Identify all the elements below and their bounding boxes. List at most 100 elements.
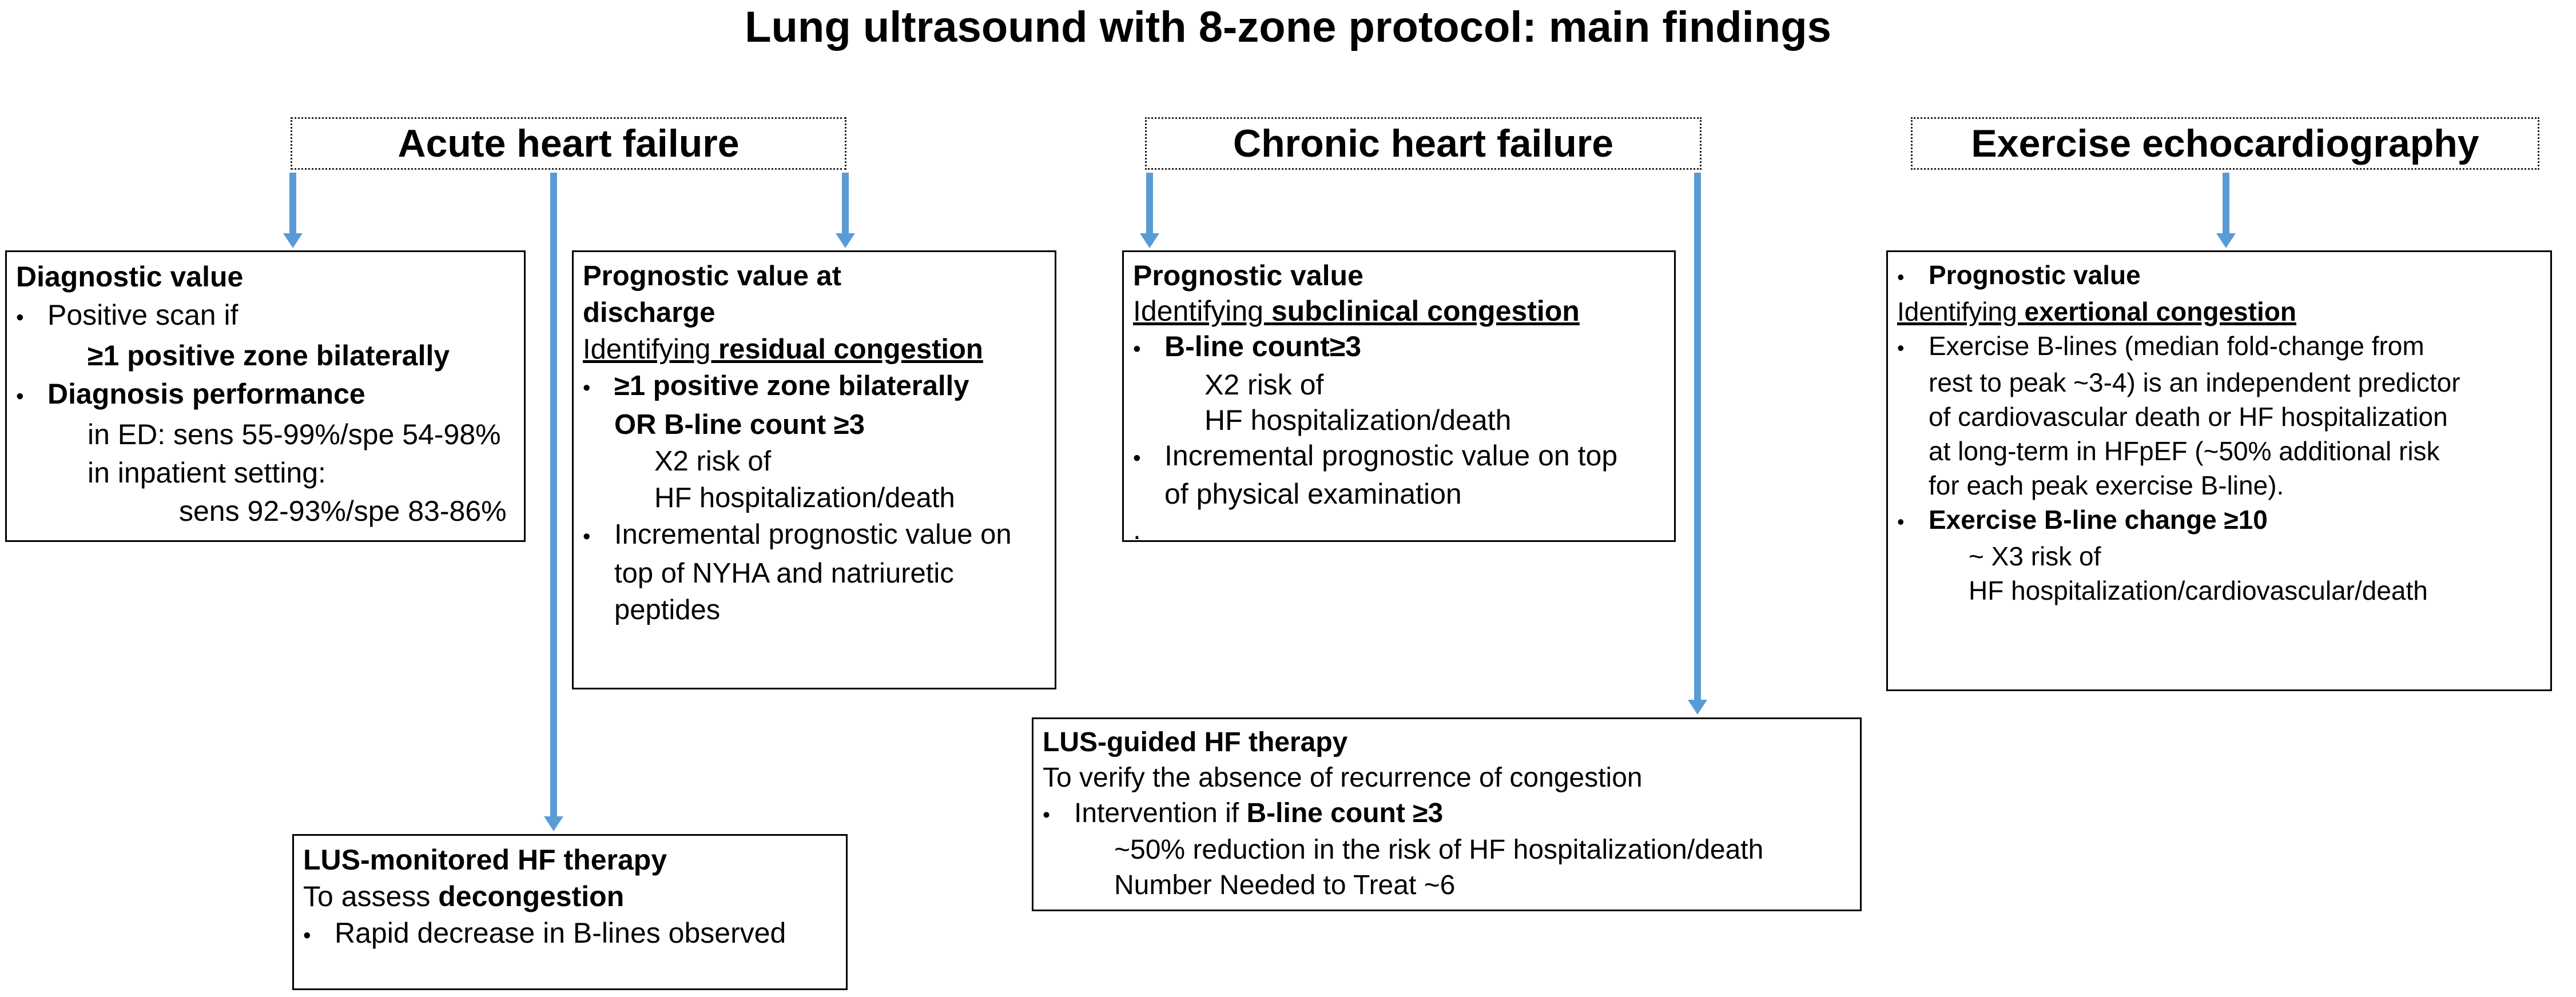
text-run: Identifying [1897, 297, 2025, 326]
text-line: for each peak exercise B-line). [1897, 468, 2541, 503]
text-run: Identifying [1133, 295, 1271, 327]
text-line: • Diagnosis performance [16, 375, 515, 416]
text-run: Prognostic value [1133, 260, 1363, 292]
text-line: HF hospitalization/death [583, 480, 1045, 516]
text-run: rest to peak ~3-4) is an independent pre… [1929, 368, 2460, 397]
text-run: X2 risk of [654, 446, 772, 477]
text-line: Identifying exertional congestion [1897, 294, 2541, 329]
text-line: •Incremental prognostic value on [583, 516, 1045, 555]
text-line: discharge [583, 294, 1045, 331]
text-run: subclinical congestion [1271, 295, 1580, 327]
text-run: Number Needed to Treat ~6 [1114, 870, 1456, 900]
bullet-icon: • [1897, 511, 1905, 533]
text-line: of physical examination [1133, 476, 1665, 512]
bullet-icon: • [16, 305, 24, 330]
text-line: •Prognostic value [1897, 258, 2541, 294]
text-run: of cardiovascular death or HF hospitaliz… [1929, 402, 2448, 432]
text-run: X2 risk of [1204, 369, 1324, 401]
text-run: . [1133, 513, 1141, 545]
text-line: •Incremental prognostic value on top [1133, 438, 1665, 476]
arrow-shaft [2223, 173, 2229, 234]
text-run: Positive scan if [47, 299, 238, 331]
arrow-shaft [1146, 173, 1153, 234]
text-run: sens 92-93%/spe 83-86% [179, 495, 507, 527]
bullet-icon: • [583, 524, 591, 549]
text-run: for each peak exercise B-line). [1929, 470, 2284, 500]
arrow-shaft [842, 173, 849, 234]
text-run: Prognostic value [1929, 260, 2141, 290]
header-label: Exercise echocardiography [1971, 122, 2479, 165]
arrow-chronic-to-lus-guided [1686, 173, 1709, 715]
text-line: in inpatient setting: [16, 454, 515, 492]
bullet-icon: • [583, 376, 591, 400]
header-label: Chronic heart failure [1233, 122, 1614, 165]
header-acute-heart-failure: Acute heart failure [291, 117, 846, 170]
text-run: Diagnostic value [16, 261, 244, 293]
bullet-icon: • [1133, 337, 1141, 361]
arrow-shaft [1694, 173, 1701, 701]
text-line: •Intervention if B-line count ≥3 [1043, 796, 1851, 832]
text-run: in inpatient setting: [88, 457, 326, 489]
text-run: LUS-guided HF therapy [1043, 727, 1348, 757]
text-line: Identifying subclinical congestion [1133, 293, 1665, 329]
text-line: ~50% reduction in the risk of HF hospita… [1043, 832, 1851, 868]
text-line: sens 92-93%/spe 83-86% [16, 492, 515, 531]
text-run: OR B-line count ≥3 [614, 409, 865, 440]
text-run: residual congestion [718, 334, 983, 365]
figure-title: Lung ultrasound with 8-zone protocol: ma… [745, 3, 1831, 51]
text-line: Number Needed to Treat ~6 [1043, 868, 1851, 903]
arrow-shaft [289, 173, 296, 234]
text-run: exertional congestion [2024, 297, 2296, 326]
text-line: HF hospitalization/death [1133, 402, 1665, 438]
text-run: HF hospitalization/death [654, 482, 955, 513]
text-line: peptides [583, 592, 1045, 628]
arrow-acute-to-lus-monitored [542, 173, 565, 831]
arrow-head-icon [2216, 233, 2236, 248]
arrow-chronic-to-prognostic [1138, 173, 1161, 248]
bullet-icon: • [1133, 446, 1141, 470]
text-run: Diagnosis performance [47, 378, 365, 410]
text-line: Diagnostic value [16, 258, 515, 296]
text-run: Intervention if [1074, 798, 1247, 828]
text-line: • ≥1 positive zone bilaterally [583, 368, 1045, 406]
text-run: ~ X3 risk of [1969, 541, 2101, 571]
text-line: • Positive scan if [16, 296, 515, 337]
arrow-shaft [550, 173, 557, 817]
text-line: ~ X3 risk of [1897, 539, 2541, 573]
text-line: To verify the absence of recurrence of c… [1043, 760, 1851, 796]
text-line: in ED: sens 55-99%/spe 54-98% [16, 416, 515, 454]
text-line: Prognostic value at [583, 258, 1045, 294]
text-line: •Rapid decrease in B-lines observed [303, 915, 837, 954]
text-run: peptides [614, 595, 721, 625]
box-diagnostic-value: Diagnostic value • Positive scan if ≥1 posi… [5, 250, 526, 542]
text-line: Identifying residual congestion [583, 331, 1045, 368]
arrow-acute-to-prognostic-discharge [834, 173, 857, 248]
text-line: •B-line count≥3 [1133, 329, 1665, 367]
text-line: X2 risk of [583, 443, 1045, 480]
text-run: ≥1 positive zone bilaterally [88, 340, 450, 372]
header-chronic-heart-failure: Chronic heart failure [1145, 117, 1702, 170]
text-run: top of NYHA and natriuretic [614, 558, 954, 589]
text-line: HF hospitalization/cardiovascular/death [1897, 573, 2541, 608]
text-run: at long-term in HFpEF (~50% additional r… [1929, 436, 2440, 466]
text-run: HF hospitalization/cardiovascular/death [1969, 576, 2428, 605]
text-line: of cardiovascular death or HF hospitaliz… [1897, 400, 2541, 434]
text-line: X2 risk of [1133, 367, 1665, 402]
bullet-icon: • [303, 923, 311, 948]
text-run: HF hospitalization/death [1204, 404, 1512, 436]
header-exercise-echocardiography: Exercise echocardiography [1911, 117, 2539, 170]
text-run: ~50% reduction in the risk of HF hospita… [1114, 835, 1764, 865]
text-line: ≥1 positive zone bilaterally [16, 337, 515, 375]
bullet-icon: • [1897, 337, 1905, 360]
text-line: at long-term in HFpEF (~50% additional r… [1897, 434, 2541, 468]
text-run: To assess [303, 880, 439, 912]
text-run: ≥1 positive zone bilaterally [614, 370, 969, 401]
text-run: discharge [583, 297, 715, 328]
text-run: Exercise B-line change ≥10 [1929, 505, 2268, 535]
bullet-icon: • [16, 384, 24, 409]
